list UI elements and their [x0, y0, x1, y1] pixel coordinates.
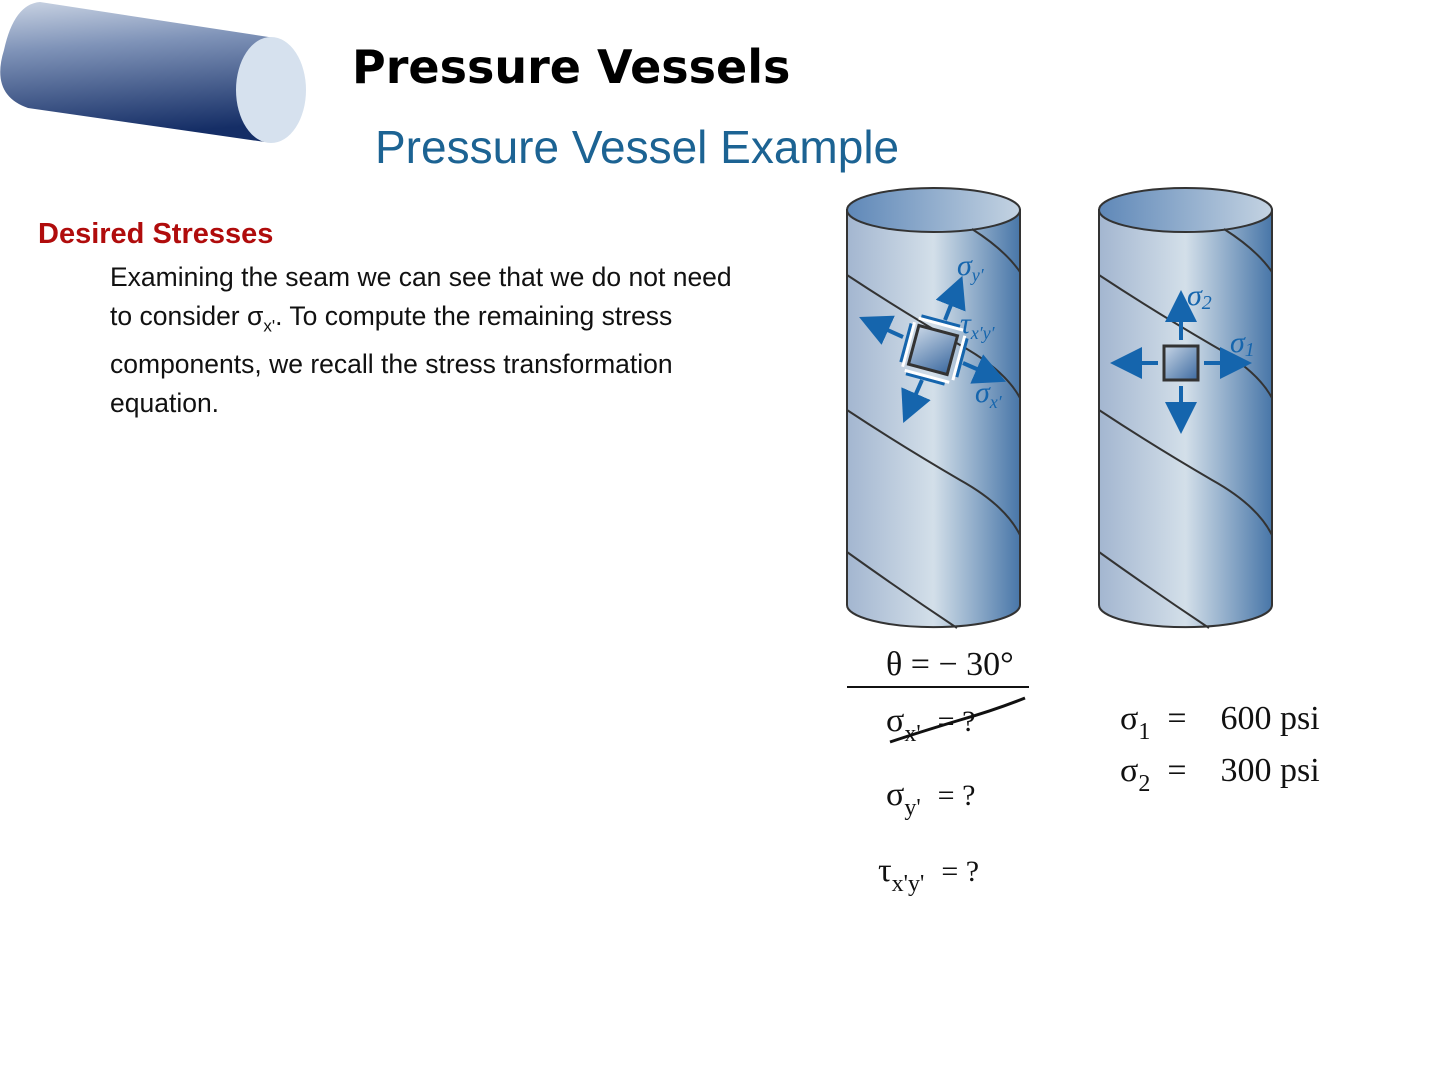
- body-text: Examining the seam we can see that we do…: [110, 258, 750, 422]
- right-cylinder: σ2 σ1: [1098, 187, 1273, 629]
- sigma-2-given: σ2 = 300 psi: [1120, 752, 1320, 797]
- page-subtitle: Pressure Vessel Example: [375, 121, 900, 173]
- sigma-y-unknown: σy' = ?: [886, 776, 976, 821]
- sigma-1-label: σ1: [1230, 326, 1255, 361]
- sigma-x-label: σx′: [975, 376, 1003, 412]
- body-sub: x': [263, 315, 276, 335]
- body-post: . To compute the remaining stress compon…: [110, 300, 673, 418]
- body-pre: Examining the seam we can see that we do…: [110, 262, 732, 331]
- page-title: Pressure Vessels: [352, 40, 791, 94]
- sigma-y-label: σy′: [957, 249, 985, 285]
- divider-line: [847, 686, 1029, 688]
- tau-xy-unknown: τx'y' = ?: [878, 852, 980, 897]
- sigma-2-label: σ2: [1187, 279, 1212, 314]
- tau-label: τx′y′: [960, 307, 996, 343]
- theta-equation: θ = − 30°: [886, 646, 1014, 683]
- strikethrough-mark: [889, 696, 1026, 744]
- pressure-vessel-logo: [0, 2, 306, 143]
- section-heading: Desired Stresses: [38, 218, 274, 250]
- left-cylinder: σy′ τx′y′ σx′: [846, 187, 1021, 629]
- sigma-1-given: σ1 = 600 psi: [1120, 700, 1320, 745]
- cylinder-figure: σy′ τx′y′ σx′ σ2 σ1: [846, 187, 1273, 629]
